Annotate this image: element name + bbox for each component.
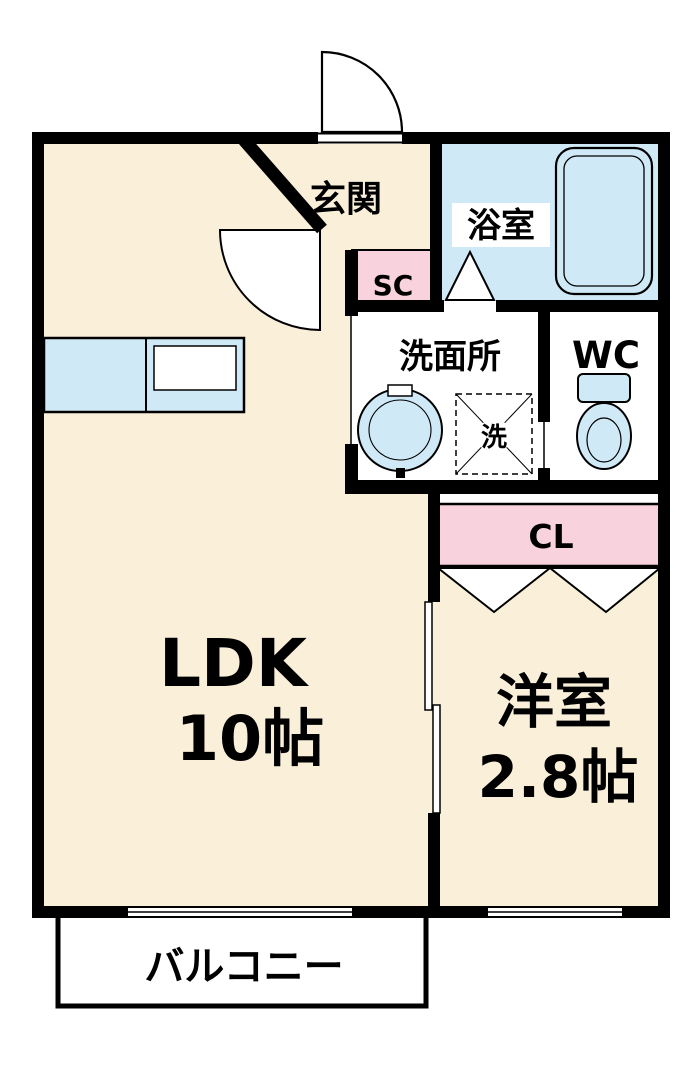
laundry-label: 洗: [481, 423, 507, 453]
western-size-label: 2.8帖: [478, 743, 639, 811]
wall-washroom-wc-upper: [538, 312, 550, 422]
washroom-sink: [357, 384, 443, 478]
washroom-label: 洗面所: [399, 337, 501, 377]
wall-washroom-left-upper: [345, 250, 358, 316]
ldk-size-label: 10帖: [176, 702, 324, 775]
laundry-label-plate: [477, 419, 511, 453]
wall-left: [32, 132, 44, 918]
kitchen-sink-inset: [153, 345, 237, 391]
balcony-floor: [58, 918, 426, 1006]
closet-doors: [435, 567, 663, 614]
sink-basin-inner: [368, 399, 432, 461]
wall-bottom-2: [352, 906, 488, 918]
wall-washroom-left-lower: [345, 444, 358, 484]
sliding-door-panel-2: [432, 704, 441, 814]
genkan-door-swing: [218, 229, 321, 332]
wc-label: WC: [572, 334, 640, 377]
bath-label-plate: [452, 203, 550, 247]
balcony-rail: [55, 918, 429, 1009]
wall-washroom-wc-lower: [538, 468, 550, 480]
sink-faucet: [387, 384, 413, 397]
kitchen-counter: [42, 336, 246, 414]
wall-bath-bottom-left: [345, 300, 444, 312]
wall-right: [658, 132, 670, 918]
room-labels: 玄関 浴室 SC 洗面所 WC 洗 CL LDK 10帖 洋室 2.8帖 バルコ…: [144, 179, 640, 990]
ldk-name-label: LDK: [159, 625, 310, 702]
western-name-label: 洋室: [496, 668, 612, 736]
toilet: [576, 373, 632, 470]
entrance-gap: [318, 132, 402, 144]
balcony: [55, 918, 429, 1009]
closet-label: CL: [528, 517, 573, 556]
bath-label: 浴室: [467, 206, 535, 246]
wall-bottom-3: [622, 906, 670, 918]
balcony-label: バルコニー: [144, 944, 343, 990]
shoe-closet-label: SC: [373, 269, 414, 302]
wall-ldk-west-room-lower: [428, 813, 440, 906]
wall-top-right: [402, 132, 670, 144]
sink-drain: [396, 468, 405, 478]
bathtub-outer: [554, 146, 654, 296]
bathtub: [554, 146, 654, 296]
wall-genkan-bath: [430, 132, 442, 312]
closet-door-right: [547, 567, 663, 614]
wall-bath-bottom-right: [496, 300, 670, 312]
windows: [128, 906, 622, 918]
sliding-door-panel-1: [424, 601, 433, 711]
genkan-label: 玄関: [310, 179, 382, 220]
laundry-pan: [455, 393, 533, 475]
entrance-door-swing: [320, 50, 404, 134]
wall-genkan-diagonal: [239, 135, 327, 234]
wall-bottom-1: [32, 906, 128, 918]
walls: [32, 132, 670, 918]
sink-basin: [357, 388, 443, 472]
toilet-bowl: [576, 402, 632, 470]
sliding-door: [424, 601, 441, 814]
wall-washroom-bottom: [345, 480, 670, 494]
bath-folding-door: [444, 249, 496, 301]
toilet-tank: [577, 373, 631, 403]
toilet-bowl-inner: [586, 417, 622, 463]
wall-top-left: [32, 132, 318, 144]
closet-gap-strip: [434, 492, 660, 504]
closet-door-left: [435, 567, 553, 614]
bath-door-gap: [444, 300, 496, 312]
wall-ldk-west-room-upper: [428, 480, 440, 602]
entrance-door: [318, 50, 404, 144]
bathtub-inner: [563, 155, 645, 287]
